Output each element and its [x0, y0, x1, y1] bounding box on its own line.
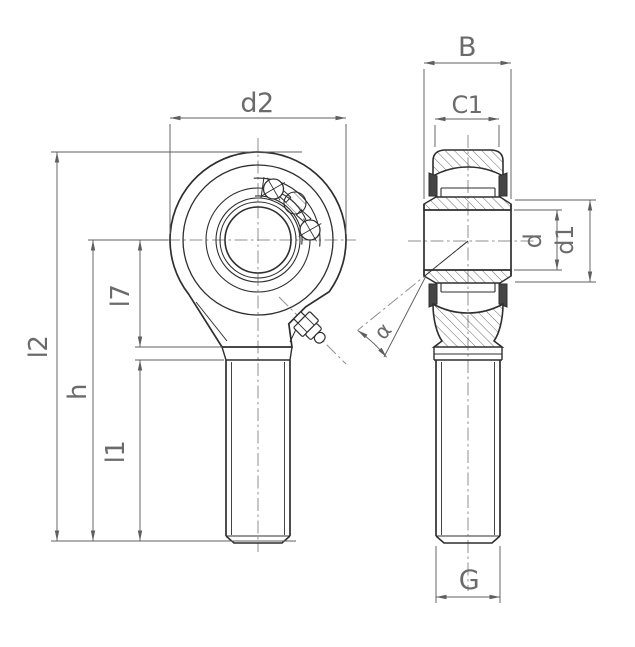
- dim-label-l7: l7: [106, 285, 136, 308]
- alpha-leg-line: [383, 275, 427, 358]
- inner-ring-band-bottom: [423, 269, 512, 284]
- dim-d: [514, 209, 562, 271]
- dim-label-l2: l2: [24, 336, 54, 359]
- ball-bearing-2: [298, 218, 322, 242]
- dimension-labels: d2 B C1 d d1 l2 h l7 l1 G α: [24, 32, 579, 596]
- side-view: [423, 149, 512, 544]
- dim-label-d1: d1: [551, 225, 579, 255]
- inner-ring-chamfer-circle: [219, 201, 297, 279]
- ball-2-cross-b: [303, 218, 317, 242]
- seal-ear-top-right: [498, 172, 508, 197]
- nipple-hex-flat-a: [304, 315, 315, 326]
- head-outline: [169, 151, 347, 348]
- dim-label-d: d: [519, 234, 547, 249]
- dim-G: [435, 546, 501, 603]
- bore-circle: [224, 206, 292, 274]
- dim-C1: [434, 116, 500, 147]
- dim-l7: [135, 240, 222, 348]
- inner-ring-outer-circle: [215, 197, 301, 283]
- dim-l1: [135, 359, 224, 541]
- inner-ring-band-top: [423, 196, 512, 211]
- neck-chamfer-right: [289, 346, 293, 361]
- shank-bottom-chamfer-side: [435, 535, 501, 544]
- dim-label-C1: C1: [451, 91, 482, 119]
- nipple-tip: [313, 331, 326, 344]
- dim-d1: [515, 199, 596, 283]
- outer-ring-dome-bottom: [431, 302, 505, 348]
- dim-label-l1: l1: [101, 441, 131, 464]
- head-rim-circle: [182, 164, 334, 316]
- taper-rim-left: [195, 301, 228, 342]
- window-boundary-line: [260, 176, 265, 199]
- ball-bearing-1: [261, 177, 286, 201]
- dim-label-d2: d2: [240, 88, 273, 119]
- dim-l2: [51, 151, 302, 542]
- neck-chamfer-left: [221, 346, 227, 361]
- dim-label-G: G: [459, 565, 479, 596]
- alpha-arc: [357, 330, 387, 358]
- threaded-shank-side: [433, 347, 503, 544]
- seal-ear-top-left: [428, 172, 438, 197]
- outer-ring-dome-top: [432, 149, 504, 178]
- dim-h: [88, 239, 168, 541]
- dim-alpha: [357, 275, 427, 358]
- shank-bottom-chamfer: [225, 535, 291, 544]
- grease-nipple: [287, 305, 326, 344]
- ball-1-cross-b: [266, 177, 281, 201]
- dim-B: [423, 60, 512, 199]
- dimension-annotations: [51, 60, 596, 603]
- cage-section-hatched: [283, 191, 307, 215]
- bore-tilt-construction-line: [423, 240, 469, 277]
- threaded-shank-front: [221, 346, 293, 544]
- dim-label-B: B: [458, 32, 476, 63]
- dim-d2: [169, 115, 347, 234]
- nipple-hex-flat-b: [297, 322, 308, 333]
- dim-label-h: h: [63, 384, 93, 400]
